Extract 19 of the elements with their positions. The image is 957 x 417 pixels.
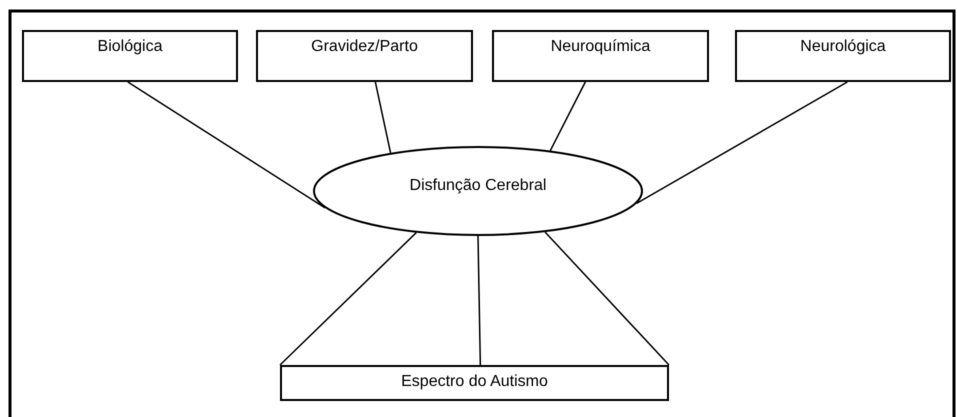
node-label: Neurológica (800, 38, 886, 56)
text-box (735, 30, 951, 82)
connector-line (127, 81, 326, 208)
node-label: Disfunção Cerebral (410, 177, 546, 195)
connector-line (636, 81, 848, 204)
text-box (280, 365, 669, 401)
node-label: Gravidez/Parto (311, 38, 418, 56)
connector-line (550, 82, 586, 151)
node-label: Biológica (98, 38, 162, 56)
node-label: Espectro do Autismo (401, 373, 548, 391)
connector-line (544, 232, 670, 366)
ellipse-node (313, 146, 643, 236)
text-box (256, 30, 473, 82)
text-box (492, 30, 709, 82)
node-label: Neuroquímica (550, 38, 650, 56)
connector-line (279, 232, 417, 366)
connector-line (477, 236, 482, 366)
connector-line (374, 82, 392, 153)
text-box (22, 30, 238, 82)
